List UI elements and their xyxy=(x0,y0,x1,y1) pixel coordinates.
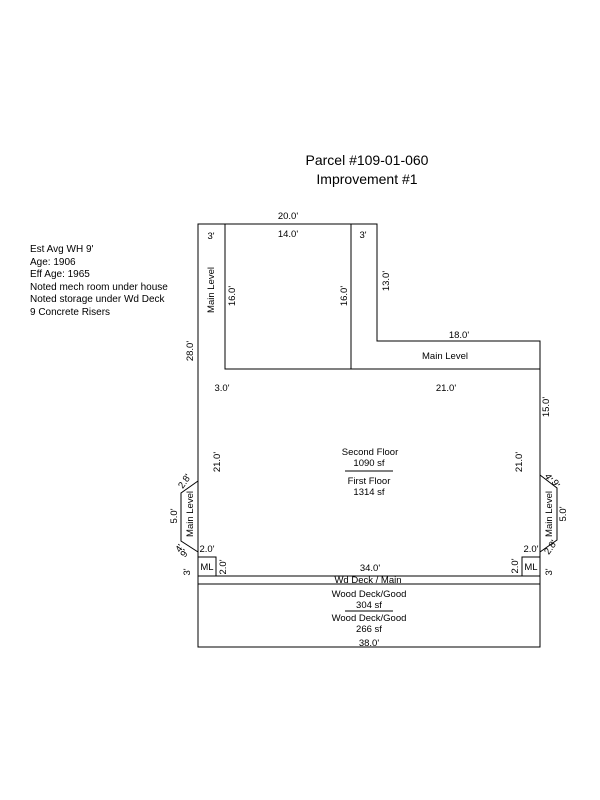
label-main-level-bay-left: Main Level xyxy=(185,491,196,537)
wood-deck-area xyxy=(197,583,541,648)
note-mech-room: Noted mech room under house xyxy=(30,281,168,293)
dim-deck-34: 34.0' xyxy=(360,563,380,574)
dim-left-bay-3: 3' xyxy=(182,568,193,575)
dim-right-bay-9: 9' xyxy=(549,478,562,490)
dim-right-15: 15.0' xyxy=(541,397,552,417)
dim-right-21: 21.0' xyxy=(514,452,525,472)
note-storage: Noted storage under Wd Deck xyxy=(30,294,165,306)
dim-right-ml-h: 2.0' xyxy=(523,544,538,555)
label-first-floor-sf: 1314 sf xyxy=(353,487,385,498)
label-main-level-top-left: Main Level xyxy=(206,267,217,313)
dim-top-outer: 20.0' xyxy=(278,211,298,222)
label-second-floor: Second Floor xyxy=(342,447,399,458)
building-outline xyxy=(197,223,541,576)
dim-left-16: 16.0' xyxy=(227,286,238,306)
label-ml-right: ML xyxy=(524,562,537,573)
dim-left-3: 3.0' xyxy=(214,383,229,394)
dim-left-21: 21.0' xyxy=(212,452,223,472)
note-eff-age: Eff Age: 1965 xyxy=(30,269,90,281)
dim-left-bay-28: 2.8' xyxy=(176,472,194,491)
note-age: Age: 1906 xyxy=(30,256,76,268)
dim-top-inner: 14.0' xyxy=(278,229,298,240)
label-ml-left: ML xyxy=(200,562,213,573)
improvement-subtitle: Improvement #1 xyxy=(316,171,418,187)
note-wall-height: Est Avg WH 9' xyxy=(30,244,94,255)
label-wood-deck-2: Wood Deck/Good xyxy=(332,613,407,624)
dim-left-small: 3' xyxy=(207,231,214,242)
note-risers: 9 Concrete Risers xyxy=(30,306,111,318)
label-wood-deck-1-sf: 304 sf xyxy=(356,600,382,611)
dim-left-ml-v: 2.0' xyxy=(218,559,229,574)
dim-mid-small: 3' xyxy=(359,230,366,241)
dim-left-ml-h: 2.0' xyxy=(199,544,214,555)
dim-right-bay-50: 5.0' xyxy=(558,506,569,521)
left-bay-outline xyxy=(180,480,199,553)
dim-mid-21: 21.0' xyxy=(436,383,456,394)
label-first-floor: First Floor xyxy=(348,476,391,487)
dim-right-18: 18.0' xyxy=(449,330,469,341)
label-second-floor-sf: 1090 sf xyxy=(353,458,385,469)
dim-mid-16: 16.0' xyxy=(339,286,350,306)
dim-right-bay-4: 4' xyxy=(542,472,555,484)
label-main-level-right: Main Level xyxy=(422,351,468,362)
right-bay-outline xyxy=(539,474,558,553)
label-wood-deck-2-sf: 266 sf xyxy=(356,624,382,635)
dim-bottom-38: 38.0' xyxy=(359,638,379,649)
property-notes: Est Avg WH 9' Age: 1906 Eff Age: 1965 No… xyxy=(30,244,168,320)
label-wd-deck-main: Wd Deck / Main xyxy=(334,575,401,586)
label-main-level-bay-right: Main Level xyxy=(544,491,555,537)
dim-left-bay-50: 5.0' xyxy=(169,508,180,523)
label-wood-deck-1: Wood Deck/Good xyxy=(332,589,407,600)
dim-right-bay-3: 3' xyxy=(544,568,555,575)
dim-right-13: 13.0' xyxy=(381,271,392,291)
parcel-title: Parcel #109-01-060 xyxy=(305,152,429,168)
dim-left-28: 28.0' xyxy=(185,341,196,361)
dim-right-ml-v: 2.0' xyxy=(510,558,521,573)
dim-right-bay-28: 2.8' xyxy=(542,538,560,557)
